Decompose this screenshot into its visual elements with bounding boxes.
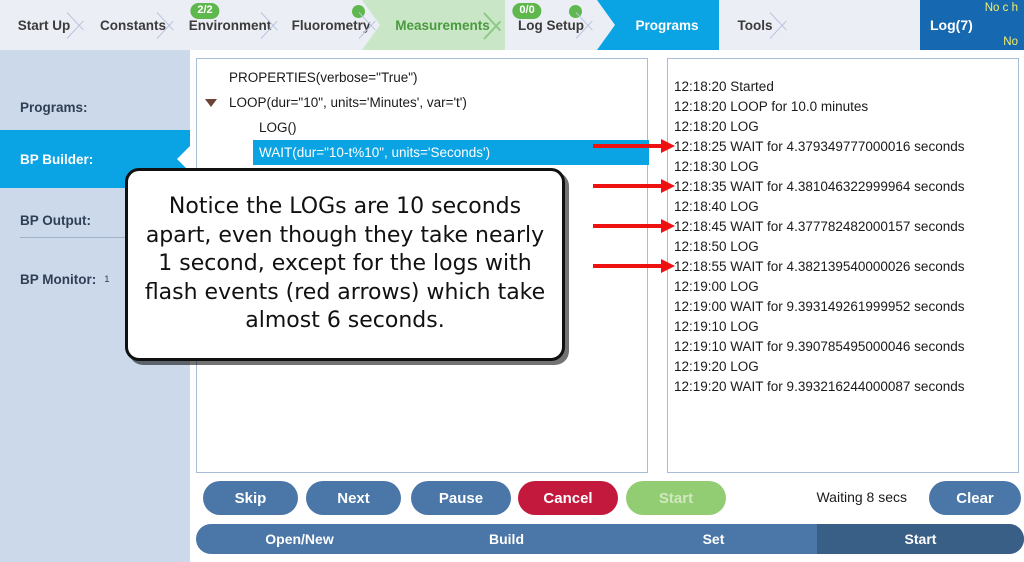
- code-line[interactable]: WAIT(dur="10-t%10", units='Seconds'): [253, 140, 649, 165]
- sidebar-item-label: BP Monitor:: [20, 271, 97, 287]
- nav-item-label: Fluorometry: [291, 17, 371, 33]
- annotation-callout: Notice the LOGs are 10 seconds apart, ev…: [125, 168, 565, 361]
- sidebar-item-label: BP Output:: [20, 212, 91, 228]
- log-line: 12:18:20 Started: [674, 79, 774, 94]
- nav-item-label: Constants: [100, 17, 167, 33]
- bottom-tab-bar: Open/New Build Set Start: [196, 524, 1024, 554]
- nav-item-label: Programs: [635, 17, 699, 33]
- sidebar-item-value: 1: [104, 273, 110, 285]
- button-label: Start: [658, 489, 694, 507]
- nav-badge-environment: 2/2: [190, 3, 220, 19]
- nav-badge-log-setup: 0/0: [512, 3, 542, 19]
- sidebar-item-label: Programs:: [20, 99, 88, 115]
- pause-button[interactable]: Pause: [411, 481, 511, 515]
- log-output-panel[interactable]: 12:18:20 Started 12:18:20 LOOP for 10.0 m…: [667, 58, 1019, 473]
- button-label: Next: [337, 489, 370, 507]
- sidebar: Programs: BP Builder: BP Output: BP Monitor…: [0, 50, 190, 562]
- log-line: 12:18:20 LOOP for 10.0 minutes: [674, 99, 869, 114]
- code-line-text: WAIT(dur="10-t%10", units='Seconds'): [259, 145, 491, 160]
- code-line[interactable]: LOOP(dur="10", units='Minutes', var='t'): [197, 90, 647, 115]
- log-line: 12:19:20 LOG: [674, 359, 759, 374]
- clear-button[interactable]: Clear: [929, 481, 1021, 515]
- action-button-row: Waiting 8 secs Skip Next Pause Cancel Start C…: [196, 481, 1024, 517]
- sidebar-divider: [20, 237, 170, 238]
- nav-item-label: Environment: [188, 17, 272, 33]
- code-line-text: PROPERTIES(verbose="True"): [229, 70, 418, 85]
- log-line: 12:18:25 WAIT for 4.379349777000016 seco…: [674, 139, 965, 154]
- nav-item-label: Tools: [737, 17, 773, 33]
- status-text: Waiting 8 secs: [816, 489, 907, 505]
- code-line-text: LOG(): [259, 120, 297, 135]
- annotation-callout-text: Notice the LOGs are 10 seconds apart, ev…: [144, 194, 546, 334]
- sidebar-selection-arrow-icon: [177, 146, 190, 172]
- sidebar-item-bp-monitor[interactable]: BP Monitor: 1: [0, 250, 190, 308]
- nav-chevron-separator-icon: [770, 0, 792, 50]
- code-line[interactable]: LOG(): [197, 115, 647, 140]
- next-button[interactable]: Next: [306, 481, 401, 515]
- log-header-title: Log(7): [930, 17, 973, 33]
- nav-item-label: Start Up: [17, 17, 71, 33]
- start-button: Start: [626, 481, 726, 515]
- nav-status-dot-icon: [569, 5, 582, 18]
- button-label: Clear: [956, 489, 994, 507]
- log-line: 12:18:40 LOG: [674, 199, 759, 214]
- nav-item-start-up[interactable]: Start Up: [0, 0, 88, 50]
- button-label: Cancel: [543, 489, 593, 507]
- skip-button[interactable]: Skip: [203, 481, 298, 515]
- bottom-tab-build[interactable]: Build: [403, 524, 610, 554]
- bottom-tab-label: Set: [702, 531, 725, 547]
- log-line: 12:19:00 WAIT for 9.393149261999952 seco…: [674, 299, 965, 314]
- log-line: 12:18:35 WAIT for 4.381046322999964 seco…: [674, 179, 965, 194]
- log-header-top-right-text: No c h: [984, 2, 1018, 14]
- button-label: Pause: [438, 489, 484, 507]
- code-line-text: LOOP(dur="10", units='Minutes', var='t'): [229, 95, 467, 110]
- nav-chevron-separator-icon: [67, 0, 89, 50]
- log-line: 12:18:20 LOG: [674, 119, 759, 134]
- log-line: 12:19:20 WAIT for 9.393216244000087 seco…: [674, 379, 965, 394]
- cancel-button[interactable]: Cancel: [518, 481, 618, 515]
- nav-item-tools[interactable]: Tools: [719, 0, 791, 50]
- log-line: 12:18:50 LOG: [674, 239, 759, 254]
- log-header-bottom-right-text: No: [1003, 36, 1018, 48]
- nav-status-dot-icon: [352, 5, 365, 18]
- log-header-panel[interactable]: No c h Log(7) No: [920, 0, 1024, 50]
- nav-item-constants[interactable]: Constants: [88, 0, 178, 50]
- bottom-tab-set[interactable]: Set: [610, 524, 817, 554]
- button-label: Skip: [234, 489, 267, 507]
- bottom-tab-label: Build: [489, 531, 524, 547]
- log-line: 12:18:30 LOG: [674, 159, 759, 174]
- log-line: 12:19:10 WAIT for 9.390785495000046 seco…: [674, 339, 965, 354]
- log-line: 12:18:45 WAIT for 4.377782482000157 seco…: [674, 219, 965, 234]
- code-line[interactable]: PROPERTIES(verbose="True"): [197, 65, 647, 90]
- bottom-tab-label: Open/New: [265, 531, 334, 547]
- bottom-tab-open-new[interactable]: Open/New: [196, 524, 403, 554]
- nav-item-label: Log Setup: [518, 17, 584, 33]
- nav-item-label: Measurements: [395, 17, 490, 33]
- bottom-tab-start[interactable]: Start: [817, 524, 1024, 554]
- log-line: 12:19:10 LOG: [674, 319, 759, 334]
- log-line: 12:18:55 WAIT for 4.382139540000026 seco…: [674, 259, 965, 274]
- sidebar-item-bp-output[interactable]: BP Output:: [0, 191, 190, 249]
- sidebar-item-label: BP Builder:: [20, 151, 94, 167]
- log-line: 12:19:00 LOG: [674, 279, 759, 294]
- nav-item-measurements[interactable]: Measurements: [362, 0, 505, 50]
- bottom-tab-label: Start: [904, 531, 937, 547]
- nav-item-programs[interactable]: Programs: [597, 0, 737, 50]
- sidebar-item-programs[interactable]: Programs:: [0, 78, 190, 136]
- expander-triangle-down-icon[interactable]: [205, 99, 217, 107]
